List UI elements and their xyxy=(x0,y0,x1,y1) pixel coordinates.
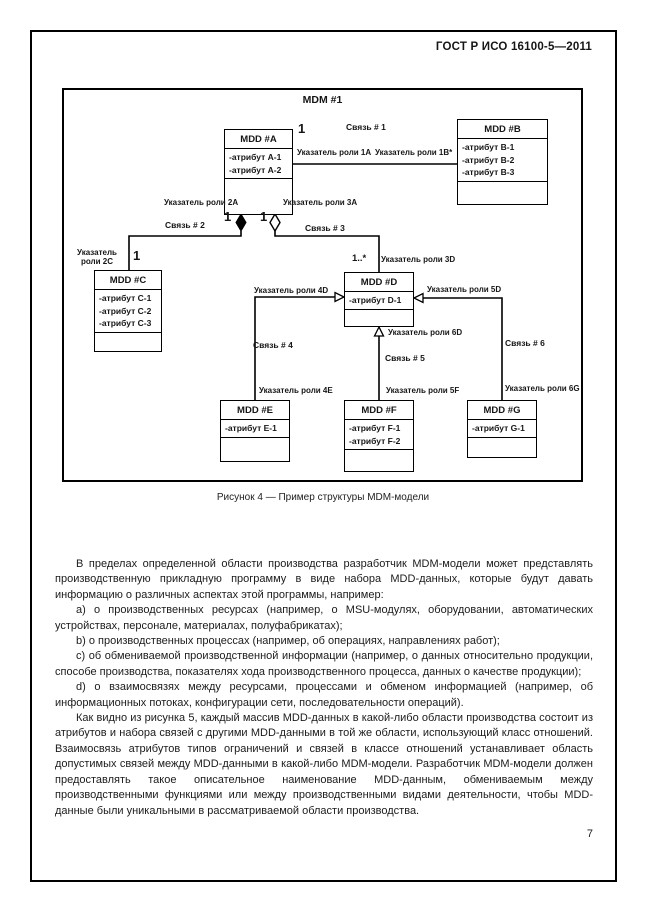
class-attributes: -атрибут A-1 -атрибут A-2 xyxy=(225,149,292,179)
role-pointer-3a-label: Указатель роли 3A xyxy=(283,198,358,207)
class-attributes: -атрибут B-1 -атрибут B-2 -атрибут B-3 xyxy=(458,139,547,182)
multiplicity-label: 1 xyxy=(298,121,306,136)
attribute-row: -атрибут C-3 xyxy=(99,318,152,328)
body-paragraph-list-a: a) о производственных ресурсах (например… xyxy=(55,604,593,632)
connector-lines xyxy=(128,163,503,400)
class-title: MDD #D xyxy=(345,273,413,292)
class-operations-empty xyxy=(95,333,161,352)
relationship-1-label: Связь # 1 xyxy=(346,122,386,132)
role-pointer-2c-label: Указатель роли 2C xyxy=(77,248,117,266)
attribute-row: -атрибут G-1 xyxy=(472,423,525,433)
body-paragraph-list-c: c) об обмениваемой производственной инфо… xyxy=(55,650,593,678)
class-box-mdd-c: MDD #C -атрибут C-1 -атрибут C-2 -атрибу… xyxy=(94,270,162,352)
role-pointer-5d-label: Указатель роли 5D xyxy=(427,285,502,294)
body-paragraph: В пределах определенной области производ… xyxy=(55,558,593,601)
class-title: MDD #A xyxy=(225,130,292,149)
generalization-triangle-right-icon xyxy=(412,292,424,304)
role-pointer-3d-label: Указатель роли 3D xyxy=(381,255,456,264)
class-operations-empty xyxy=(225,179,292,214)
generalization-triangle-left-icon xyxy=(334,291,346,303)
class-operations-empty xyxy=(221,438,289,462)
class-box-mdd-f: MDD #F -атрибут F-1 -атрибут F-2 xyxy=(344,400,414,472)
body-paragraph-list-b: b) о производственных процессах (наприме… xyxy=(76,635,500,648)
class-title: MDD #G xyxy=(468,401,536,420)
page-border-frame xyxy=(30,30,617,882)
attribute-row: -атрибут F-2 xyxy=(349,435,401,446)
class-title: MDD #C xyxy=(95,271,161,290)
class-box-mdd-g: MDD #G -атрибут G-1 xyxy=(467,400,537,458)
class-title: MDD #E xyxy=(221,401,289,420)
role-pointer-1b-label: Указатель роли 1B* xyxy=(375,148,453,157)
class-title: MDD #B xyxy=(458,120,547,139)
class-box-mdd-b: MDD #B -атрибут B-1 -атрибут B-2 -атрибу… xyxy=(457,119,548,205)
filled-diamond-icon xyxy=(235,213,247,232)
attribute-row: -атрибут F-1 xyxy=(349,423,401,433)
document-header: ГОСТ Р ИСО 16100-5—2011 xyxy=(435,41,592,53)
class-operations-empty xyxy=(458,182,547,205)
attribute-row: -атрибут A-2 xyxy=(229,164,282,175)
role-pointer-5f-label: Указатель роли 5F xyxy=(386,386,460,395)
relationship-6-label: Связь # 6 xyxy=(505,338,545,348)
multiplicity-label: 1 xyxy=(133,248,141,263)
open-diamond-icon xyxy=(269,212,281,233)
class-operations-empty xyxy=(468,438,536,458)
class-attributes: -атрибут E-1 xyxy=(221,420,289,438)
mdm-frame-label: MDM #1 xyxy=(302,94,343,106)
attribute-row: -атрибут B-2 xyxy=(462,154,515,165)
attribute-row: -атрибут B-3 xyxy=(462,167,515,177)
attribute-row: -атрибут A-1 xyxy=(229,152,282,162)
role-pointer-2a-label: Указатель роли 2A xyxy=(164,198,239,207)
class-operations-empty xyxy=(345,310,413,327)
multiplicity-one-many-label: 1..* xyxy=(352,253,367,264)
relationship-3-label: Связь # 3 xyxy=(305,223,345,233)
role-pointer-6d-label: Указатель роли 6D xyxy=(388,328,463,337)
class-attributes: -атрибут C-1 -атрибут C-2 -атрибут C-3 xyxy=(95,290,161,333)
role-pointer-4e-label: Указатель роли 4E xyxy=(259,386,333,395)
role-pointer-6g-label: Указатель роли 6G xyxy=(505,384,580,393)
figure-caption: Рисунок 4 — Пример структуры MDM-модели xyxy=(216,492,430,503)
relationship-5-label: Связь # 5 xyxy=(385,353,425,363)
attribute-row: -атрибут C-2 xyxy=(99,305,152,316)
relationship-2-label: Связь # 2 xyxy=(165,220,205,230)
class-box-mdd-a: MDD #A -атрибут A-1 -атрибут A-2 xyxy=(224,129,293,215)
role-pointer-1a-label: Указатель роли 1A xyxy=(297,148,372,157)
body-paragraph-list-d: d) о взаимосвязях между ресурсами, проце… xyxy=(55,681,593,709)
relationship-4-label: Связь # 4 xyxy=(253,340,293,350)
class-box-mdd-d: MDD #D -атрибут D-1 xyxy=(344,272,414,327)
class-attributes: -атрибут D-1 xyxy=(345,292,413,310)
class-attributes: -атрибут G-1 xyxy=(468,420,536,438)
page-number: 7 xyxy=(586,828,593,840)
attribute-row: -атрибут B-1 xyxy=(462,142,515,152)
class-operations-empty xyxy=(345,450,413,471)
role-pointer-4d-label: Указатель роли 4D xyxy=(254,286,329,295)
relationship-3-line xyxy=(274,231,380,272)
relationship-4-line xyxy=(254,296,335,400)
multiplicity-label: 1 xyxy=(260,209,268,224)
class-box-mdd-e: MDD #E -атрибут E-1 xyxy=(220,400,290,462)
relationship-2-line xyxy=(128,231,242,270)
attribute-row: -атрибут D-1 xyxy=(349,295,402,305)
multiplicity-label: 1 xyxy=(224,209,232,224)
relationship-6-line xyxy=(423,297,503,400)
generalization-triangle-bottom-icon xyxy=(373,325,385,337)
class-title: MDD #F xyxy=(345,401,413,420)
attribute-row: -атрибут C-1 xyxy=(99,293,152,303)
body-paragraph: Как видно из рисунка 5, каждый массив MD… xyxy=(55,712,593,817)
mdm-diagram-frame: MDM #1 MDD #A -атрибут A-1 -ат xyxy=(62,88,583,482)
attribute-row: -атрибут E-1 xyxy=(225,423,277,433)
class-attributes: -атрибут F-1 -атрибут F-2 xyxy=(345,420,413,450)
body-text: В пределах определенной области производ… xyxy=(55,557,593,819)
